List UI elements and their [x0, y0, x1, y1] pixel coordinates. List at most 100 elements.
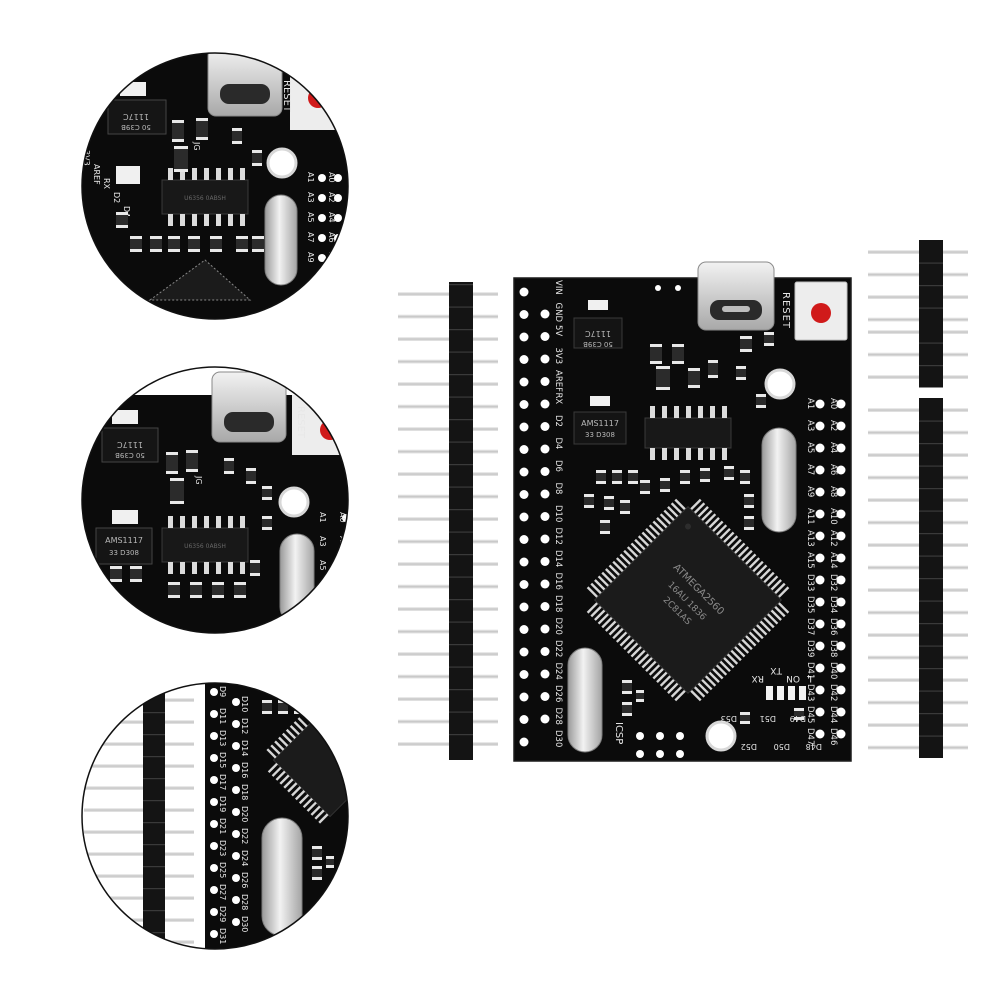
pin-label-right-inner: D32 — [828, 574, 838, 591]
pin-hole — [836, 553, 846, 563]
ic-pin — [650, 406, 655, 418]
pin-hole — [232, 720, 240, 728]
bottom-pin-label: D48 — [806, 742, 822, 751]
smd-part — [700, 468, 710, 482]
pin-hole — [519, 557, 529, 567]
pin-hole — [815, 663, 825, 673]
smd-part — [620, 500, 630, 514]
pin-header-right — [868, 240, 968, 758]
smd-components — [584, 332, 804, 724]
ic-pin — [650, 448, 655, 460]
zoom-bottom-inner-pin-label: D24 — [240, 850, 249, 866]
smd-part — [708, 360, 718, 378]
pin-hole — [210, 864, 218, 872]
header-pin — [398, 472, 498, 476]
pin-hole — [210, 820, 218, 828]
pin-hole — [519, 647, 529, 657]
header-pin — [868, 475, 968, 480]
pin-hole — [836, 707, 846, 717]
pin-header-left — [398, 282, 498, 760]
pin-hole — [836, 575, 846, 585]
zoom-mid-regb-marking: AMS1117 — [105, 536, 143, 545]
pin-label-right: A5 — [805, 442, 815, 453]
smd-part — [262, 516, 272, 530]
smd-part — [150, 236, 162, 252]
header-pin — [398, 674, 498, 679]
regulator-ams1117-marking: AMS1117 — [581, 419, 619, 428]
zoom-mid-pin-label: A3 — [318, 536, 327, 547]
pin-label-right: D39 — [805, 640, 815, 657]
pin-label-left: D22 — [553, 640, 563, 657]
pin-hole — [636, 732, 644, 740]
ic-pin — [686, 406, 691, 418]
atmega2560-mcu: ATMEGA2560 16AU 1836 2C81AS — [586, 498, 790, 702]
pin-label-right-inner: A10 — [828, 508, 838, 525]
smd-part — [740, 470, 750, 484]
zoom-bottom-inner-pin-label: D14 — [240, 740, 249, 756]
pin-hole — [342, 538, 348, 546]
pin-hole — [815, 531, 825, 541]
smd-part — [736, 366, 746, 380]
pin-hole — [540, 669, 550, 679]
pin-hole — [210, 908, 218, 916]
smd-part — [740, 712, 750, 724]
header-pin — [398, 584, 498, 589]
pin-hole — [815, 729, 825, 739]
pin-hole — [519, 512, 529, 522]
pin-hole — [836, 729, 846, 739]
zoom-bottom-pin-label: D27 — [218, 884, 227, 900]
pin-hole — [210, 798, 218, 806]
zoom-top-ic-code: U6356 0ABSH — [184, 195, 226, 202]
bottom-pin-label: D49 — [790, 714, 806, 723]
regulator-1117c — [573, 317, 623, 349]
smd-part — [168, 582, 180, 598]
smd-part — [584, 494, 594, 508]
zoom-mid-jg: JG — [194, 475, 203, 485]
header-pin — [398, 382, 498, 386]
ic-pin — [662, 448, 667, 460]
pin-label-right: D43 — [805, 684, 815, 701]
bottom-pin-label: D50 — [774, 742, 790, 751]
zoom-top-pin-label: A1 — [306, 172, 315, 183]
header-pin — [868, 498, 968, 502]
pin-label-right-inner: D40 — [828, 662, 838, 679]
smd-part — [794, 708, 804, 720]
reset-button — [811, 303, 831, 323]
header-pin — [84, 896, 194, 900]
header-pin — [398, 427, 498, 431]
pin-hole — [519, 670, 529, 679]
pin-label-left: D28 — [553, 708, 563, 725]
pin-hole — [519, 737, 529, 747]
pin-hole — [342, 514, 348, 522]
pin-hole — [815, 487, 825, 497]
ic-pin — [698, 448, 703, 460]
ic-pin — [674, 406, 679, 418]
pin-hole — [815, 685, 825, 695]
bottom-pin-label: D53 — [721, 714, 737, 723]
pin-hole — [815, 641, 825, 651]
pin-hole — [836, 619, 846, 629]
zoom-bottom-pin-label: D19 — [218, 796, 227, 812]
pin-label-right-inner: A0 — [828, 398, 838, 409]
pin-label-right: D47 — [805, 728, 815, 745]
pin-label-left: 5V — [553, 325, 563, 336]
zoom-top-side-label: D4 — [122, 206, 131, 217]
smd-part — [246, 468, 256, 484]
header-pin — [398, 719, 498, 724]
pin-label-right-inner: A8 — [828, 486, 838, 497]
pin-hole — [815, 443, 825, 453]
zoom-mid-pin-label: A5 — [318, 560, 327, 571]
zoom-top-jg: JG — [192, 141, 201, 151]
smd-part — [196, 118, 208, 140]
zoom-top-pin-label: A5 — [306, 212, 315, 223]
pin-hole — [318, 194, 326, 202]
pin-hole — [540, 489, 550, 499]
status-leds — [766, 686, 806, 700]
header-pin — [868, 633, 968, 637]
header-pin — [84, 764, 194, 768]
header-pin — [868, 565, 968, 570]
pin-label-right: D37 — [805, 618, 815, 635]
pin-label-left: D30 — [553, 730, 563, 747]
pin-hole — [519, 535, 529, 544]
